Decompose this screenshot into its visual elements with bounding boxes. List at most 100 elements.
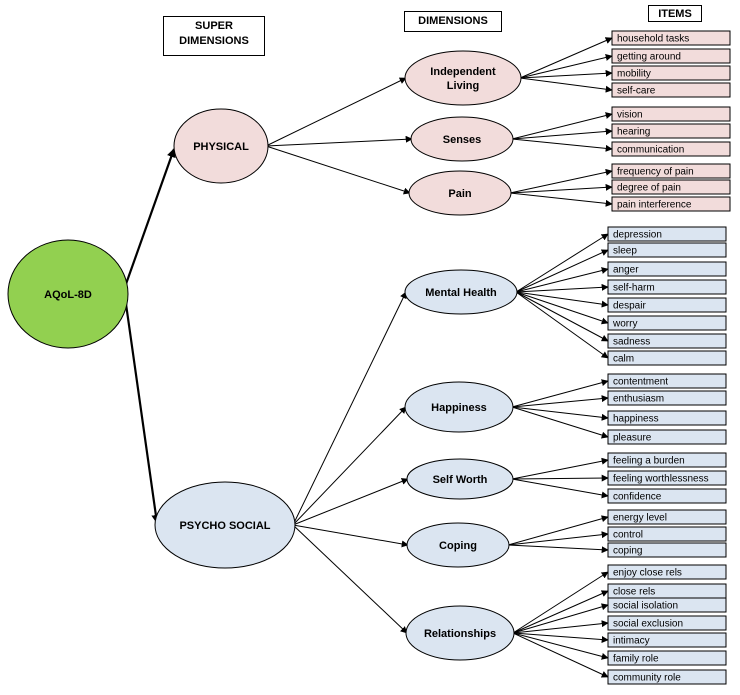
item-box-feeling-worthlessness <box>607 470 727 486</box>
item-label-feeling-worthlessness: feeling worthlessness <box>613 474 709 485</box>
independent-living-dimension-node <box>404 50 522 106</box>
dimensions-header: DIMENSIONS <box>404 11 502 32</box>
mental-health-dimension-label: Mental Health <box>425 287 497 299</box>
item-box-family-role <box>607 650 727 666</box>
item-label-contentment: contentment <box>613 377 668 388</box>
edge-relationships-to-family-role <box>512 632 609 660</box>
senses-dimension-label: Senses <box>443 134 482 146</box>
item-box-enthusiasm <box>607 390 727 406</box>
edge-happiness-to-enthusiasm <box>511 395 609 408</box>
edge-mental-health-to-sleep <box>515 249 609 293</box>
item-label-coping: coping <box>613 546 642 557</box>
edge-mental-health-to-calm <box>515 291 609 359</box>
aqol-8d-root-node <box>7 239 129 349</box>
edge-psycho-social-to-coping <box>292 524 409 548</box>
item-label-frequency-of-pain: frequency of pain <box>617 167 694 178</box>
item-label-sleep: sleep <box>613 246 637 257</box>
item-box-happiness <box>607 410 727 426</box>
edge-psycho-social-to-happiness <box>292 406 407 526</box>
item-box-social-isolation <box>607 597 727 613</box>
independent-living-dimension-label: Living <box>447 80 479 92</box>
coping-dimension-label: Coping <box>439 540 477 552</box>
edge-relationships-to-social-exclusion <box>512 620 609 634</box>
edge-psycho-social-to-relationships <box>292 524 408 634</box>
psycho-social-super-label: PSYCHO SOCIAL <box>179 520 270 532</box>
edge-physical-to-senses <box>265 135 413 147</box>
item-label-close-rels: close rels <box>613 587 655 598</box>
item-label-sadness: sadness <box>613 337 650 348</box>
edge-physical-to-pain <box>265 145 411 195</box>
item-box-pleasure <box>607 429 727 445</box>
edge-relationships-to-social-isolation <box>512 603 609 634</box>
psycho-social-super-node <box>154 481 296 569</box>
item-box-energy-level <box>607 509 727 525</box>
item-label-control: control <box>613 530 643 541</box>
edge-psycho-social-to-self-worth <box>292 478 409 526</box>
edge-happiness-to-pleasure <box>511 406 609 439</box>
coping-dimension-node <box>406 522 510 568</box>
mental-health-dimension-node <box>404 269 518 315</box>
self-worth-dimension-node <box>406 458 514 500</box>
item-box-sadness <box>607 333 727 349</box>
item-box-mobility <box>611 65 731 81</box>
edge-self-worth-to-feeling-worthlessness <box>511 474 609 482</box>
item-label-family-role: family role <box>613 654 659 665</box>
item-box-vision <box>611 106 731 122</box>
edge-relationships-to-intimacy <box>512 632 609 644</box>
edge-coping-to-coping <box>507 544 609 554</box>
item-label-depression: depression <box>613 230 662 241</box>
edge-root-to-psycho-social <box>124 303 161 524</box>
items-header: ITEMS <box>648 5 702 22</box>
edge-self-worth-to-confidence <box>511 478 609 499</box>
super-dimensions-header: SUPER DIMENSIONS <box>163 16 265 56</box>
aqol-8d-root-label: AQoL-8D <box>44 289 92 301</box>
item-box-anger <box>607 261 727 277</box>
item-label-energy-level: energy level <box>613 513 667 524</box>
item-label-community-role: community role <box>613 673 681 684</box>
item-box-household-tasks <box>611 30 731 46</box>
item-label-degree-of-pain: degree of pain <box>617 183 681 194</box>
item-label-hearing: hearing <box>617 127 650 138</box>
edge-relationships-to-enjoy-close-rels <box>512 571 609 634</box>
edge-mental-health-to-worry <box>515 291 609 325</box>
item-label-social-isolation: social isolation <box>613 601 678 612</box>
item-label-pleasure: pleasure <box>613 433 652 444</box>
item-box-confidence <box>607 488 727 504</box>
item-box-pain-interference <box>611 196 731 212</box>
item-label-despair: despair <box>613 301 646 312</box>
item-box-self-harm <box>607 279 727 295</box>
edge-root-to-physical <box>124 148 176 285</box>
item-box-despair <box>607 297 727 313</box>
pain-dimension-label: Pain <box>448 188 472 200</box>
happiness-dimension-node <box>404 381 514 433</box>
item-label-confidence: confidence <box>613 492 662 503</box>
edge-independent-living-to-mobility <box>519 69 613 79</box>
item-box-hearing <box>611 123 731 139</box>
relationships-dimension-label: Relationships <box>424 628 496 640</box>
item-label-communication: communication <box>617 145 684 156</box>
pain-dimension-node <box>408 170 512 216</box>
edge-physical-to-independent-living <box>265 77 407 147</box>
item-label-mobility: mobility <box>617 69 651 80</box>
edge-independent-living-to-getting-around <box>519 54 613 79</box>
item-box-enjoy-close-rels <box>607 564 727 580</box>
physical-super-label: PHYSICAL <box>193 141 249 153</box>
edge-mental-health-to-anger <box>515 267 609 293</box>
edge-pain-to-pain-interference <box>509 192 613 207</box>
edge-happiness-to-happiness <box>511 406 609 421</box>
edge-mental-health-to-self-harm <box>515 283 609 293</box>
edge-senses-to-hearing <box>511 128 613 140</box>
edge-happiness-to-contentment <box>511 379 609 408</box>
item-label-enjoy-close-rels: enjoy close rels <box>613 568 682 579</box>
edge-relationships-to-close-rels <box>512 590 609 634</box>
item-label-feeling-a-burden: feeling a burden <box>613 456 685 467</box>
item-box-worry <box>607 315 727 331</box>
item-box-self-care <box>611 82 731 98</box>
item-label-vision: vision <box>617 110 643 121</box>
item-box-depression <box>607 226 727 242</box>
item-label-happiness: happiness <box>613 414 659 425</box>
item-box-calm <box>607 350 727 366</box>
item-box-getting-around <box>611 48 731 64</box>
item-label-intimacy: intimacy <box>613 636 650 647</box>
